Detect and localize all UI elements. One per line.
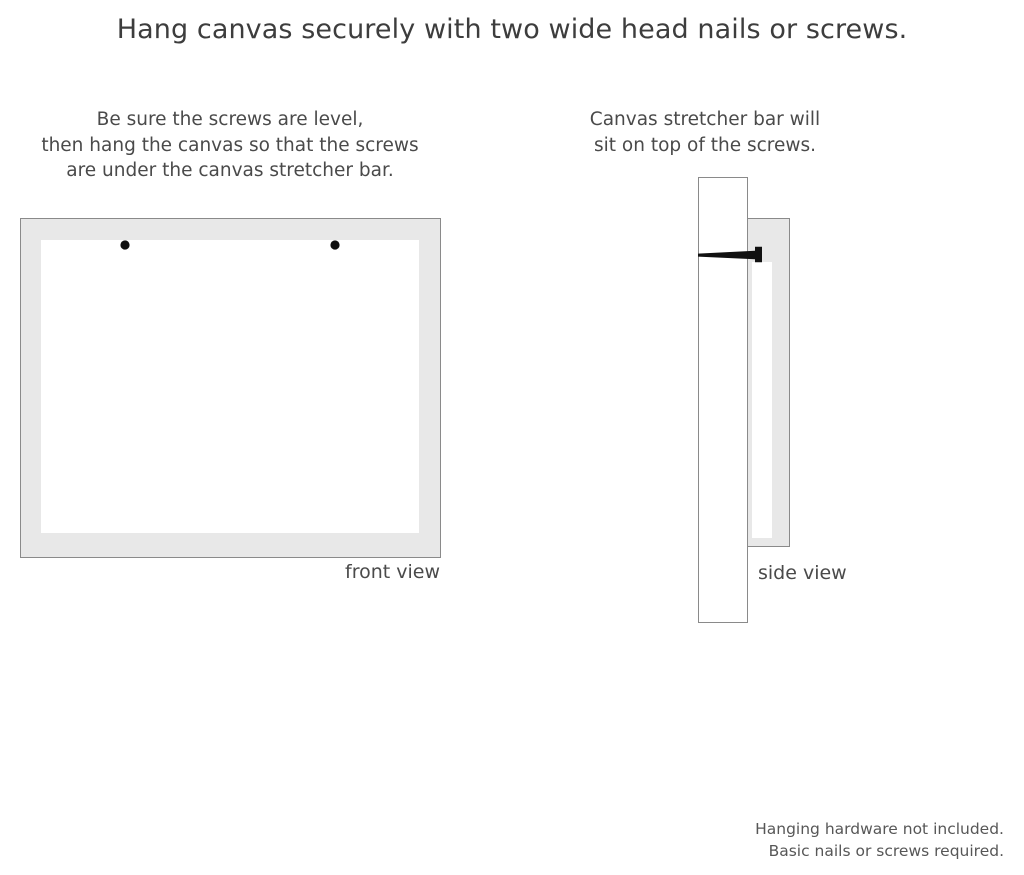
footer-note: Hanging hardware not included. Basic nai…: [564, 818, 1004, 862]
side-view-screw-icon: [698, 246, 762, 263]
side-view-stretcher-bar-inner: [752, 262, 772, 538]
front-view-right-screw-icon: [330, 240, 340, 250]
side-view-label: side view: [758, 562, 847, 584]
front-view-caption-line-2: then hang the canvas so that the screws: [41, 134, 419, 156]
front-view-left-screw-icon: [120, 240, 130, 250]
front-view-caption: Be sure the screws are level, then hang …: [20, 107, 440, 184]
side-view-caption-line-2: sit on top of the screws.: [593, 134, 817, 156]
page-title: Hang canvas securely with two wide head …: [116, 14, 908, 45]
front-view-caption-line-3: are under the canvas stretcher bar.: [66, 160, 394, 181]
front-view-canvas-face: [41, 240, 419, 533]
front-view-canvas-frame: [20, 218, 441, 558]
front-view-caption-line-1: Be sure the screws are level,: [96, 109, 364, 130]
footer-line-1: Hanging hardware not included.: [755, 820, 1004, 838]
side-view-stretcher-bar: [747, 218, 790, 547]
side-view-caption: Canvas stretcher bar will sit on top of …: [585, 107, 825, 158]
footer-line-2: Basic nails or screws required.: [768, 842, 1004, 860]
side-view-wall: [698, 177, 748, 623]
front-view-illustration: [20, 218, 441, 558]
front-view-label: front view: [345, 561, 440, 583]
side-view-caption-line-1: Canvas stretcher bar will: [589, 109, 821, 130]
side-view-illustration: [698, 177, 790, 623]
